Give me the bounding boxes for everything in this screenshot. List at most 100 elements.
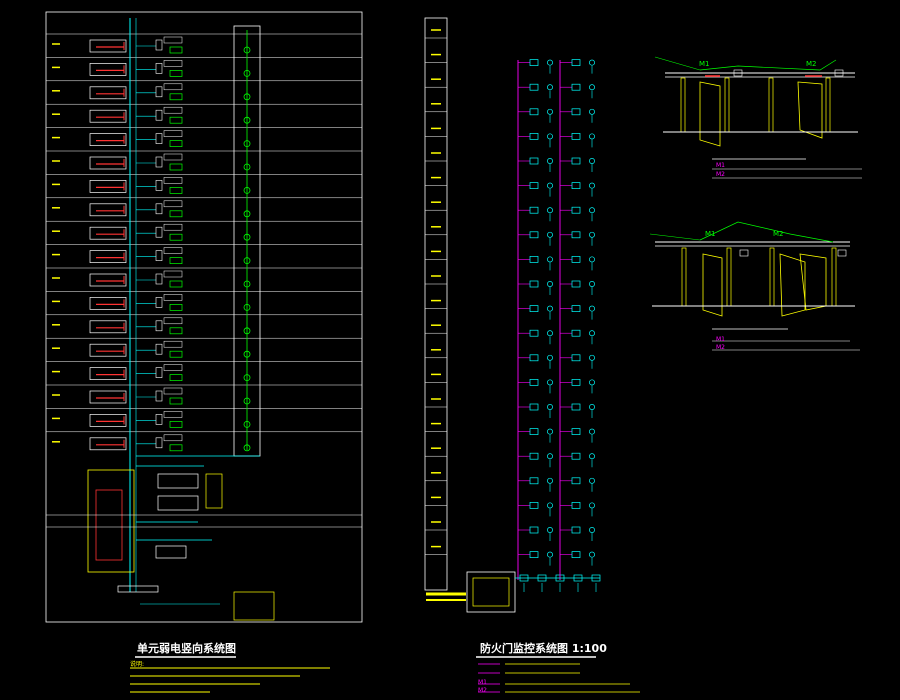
door-detail-bottom xyxy=(649,221,860,351)
left-floor-row xyxy=(46,314,362,335)
right-diagram-title: 防火门监控系统图 1:100 xyxy=(480,642,607,655)
left-floor-rows xyxy=(46,33,362,452)
door-module xyxy=(571,256,581,263)
fire-door-floor-row xyxy=(425,545,595,566)
fire-door-floor-row xyxy=(425,373,595,394)
fire-door-floor-row xyxy=(425,299,595,320)
left-floor-row xyxy=(46,291,362,311)
door-module xyxy=(529,83,539,91)
left-frame xyxy=(45,11,363,623)
door-module xyxy=(571,526,581,534)
monitoring-controller-box xyxy=(466,571,516,613)
door-module xyxy=(529,526,539,534)
left-floor-row xyxy=(46,33,362,54)
fire-door-floor-row xyxy=(425,472,595,492)
notes-header: 说明: xyxy=(130,661,145,668)
door-module xyxy=(529,428,539,435)
fire-door-1 xyxy=(699,81,721,147)
fire-door-floor-row xyxy=(425,226,595,246)
door-module xyxy=(571,206,581,214)
equipment-room-box xyxy=(87,469,135,573)
fire-door-floor-row xyxy=(425,398,595,418)
detail-top-label-m1: M1 xyxy=(699,60,710,68)
fire-door-floor-row xyxy=(425,521,595,541)
fire-door-floor-row xyxy=(425,447,595,468)
door-module xyxy=(571,133,581,140)
fire-door-floor-row xyxy=(425,275,595,295)
detail-top-label-m2: M2 xyxy=(806,60,817,68)
door-module xyxy=(529,182,539,189)
right-legend-m1: M1 xyxy=(478,679,487,686)
door-module xyxy=(571,551,581,558)
door-module xyxy=(571,502,581,509)
detail-bottom-label-m2: M2 xyxy=(773,230,784,238)
notes-lines xyxy=(130,667,330,693)
detail-bottom-legend-m1: M1 xyxy=(716,336,725,343)
fire-door-3 xyxy=(702,253,723,317)
left-floor-row xyxy=(46,431,362,452)
fire-door-floor-row xyxy=(425,176,595,197)
door-module xyxy=(529,329,539,337)
left-floor-row xyxy=(46,384,362,405)
fire-door-floor-rows xyxy=(425,29,601,592)
fire-door-floor-row xyxy=(425,422,595,443)
door-module xyxy=(571,280,581,288)
door-module xyxy=(529,133,539,140)
door-module xyxy=(529,551,539,558)
door-module xyxy=(571,354,581,362)
door-module xyxy=(529,305,539,312)
left-floor-row xyxy=(46,57,362,77)
door-module xyxy=(529,256,539,263)
door-module xyxy=(571,428,581,435)
door-module xyxy=(571,108,581,116)
floor-column-frame xyxy=(424,17,448,591)
door-module xyxy=(529,206,539,214)
left-riser-diagram xyxy=(45,11,363,693)
door-module xyxy=(529,403,539,411)
right-legend-m2: M2 xyxy=(478,687,487,694)
door-module xyxy=(529,59,539,66)
left-floor-row xyxy=(46,267,362,288)
fire-door-floor-row xyxy=(425,29,447,39)
detail-bottom-legend-m2: M2 xyxy=(716,344,725,351)
fire-door-floor-row xyxy=(425,349,595,369)
fire-door-4 xyxy=(779,253,806,317)
door-module xyxy=(571,477,581,485)
detail-top-legend-m2: M2 xyxy=(716,171,725,178)
fire-door-floor-row xyxy=(425,250,595,271)
door-module xyxy=(571,403,581,411)
fire-door-floor-row xyxy=(425,152,595,172)
door-module xyxy=(571,452,581,460)
detail-top-legend-m1: M1 xyxy=(716,162,725,169)
door-module xyxy=(529,452,539,460)
door-module xyxy=(529,477,539,485)
fire-door-floor-row xyxy=(425,324,595,345)
left-diagram-title: 单元弱电竖向系统图 xyxy=(137,642,236,655)
door-detail-top xyxy=(654,56,862,179)
door-module xyxy=(529,108,539,116)
door-module xyxy=(571,379,581,386)
door-module xyxy=(571,182,581,189)
door-module xyxy=(571,59,581,66)
fire-door-riser-diagram xyxy=(424,17,640,693)
door-module xyxy=(529,354,539,362)
fire-door-floor-row xyxy=(425,127,595,148)
left-floor-row xyxy=(46,127,362,148)
door-module xyxy=(529,502,539,509)
left-floor-row xyxy=(46,150,362,171)
left-floor-row xyxy=(46,197,362,218)
door-module xyxy=(571,305,581,312)
fire-door-floor-row xyxy=(425,103,595,123)
door-module xyxy=(529,379,539,386)
door-module xyxy=(571,157,581,165)
detail-bottom-label-m1: M1 xyxy=(705,230,716,238)
door-module xyxy=(529,231,539,239)
door-module xyxy=(571,231,581,239)
left-floor-row xyxy=(46,408,362,428)
left-floor-row xyxy=(46,220,362,241)
left-floor-row xyxy=(46,174,362,194)
fire-door-floor-row xyxy=(425,201,595,222)
door-module xyxy=(529,157,539,165)
fire-door-2 xyxy=(797,81,823,139)
